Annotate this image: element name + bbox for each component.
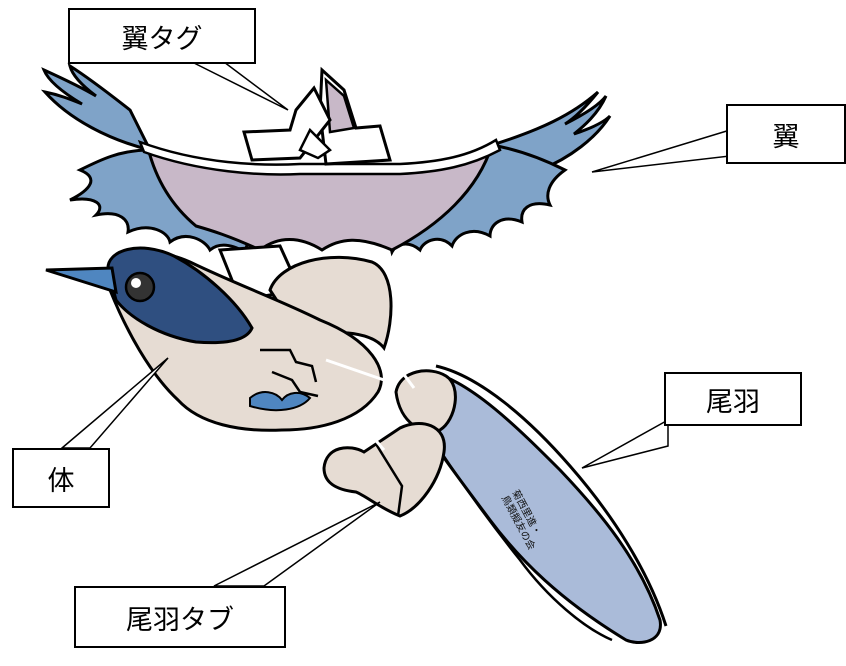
label-tail-text: 尾羽 xyxy=(706,386,760,418)
body-fold-lines xyxy=(260,348,319,398)
feet xyxy=(249,391,312,412)
tail-piece: 菊西里進・ 鳥類擬友の会 xyxy=(322,364,668,644)
label-body: 体 xyxy=(12,448,110,508)
eye-highlight xyxy=(131,278,141,288)
label-wing-text: 翼 xyxy=(772,121,800,153)
wing-piece xyxy=(40,62,612,257)
beak xyxy=(45,266,118,295)
left-wing-feathers xyxy=(40,62,153,153)
label-tail-tab: 尾羽タブ xyxy=(74,586,286,648)
wing-pointer xyxy=(591,128,731,173)
body-piece xyxy=(45,244,393,432)
label-wing-tag: 翼タグ xyxy=(68,8,256,64)
label-tail: 尾羽 xyxy=(664,372,802,426)
wing-tag-piece xyxy=(242,66,392,166)
head-cap xyxy=(106,246,254,345)
right-wing-feathers xyxy=(488,90,612,172)
body-slit xyxy=(325,358,385,382)
label-wing: 翼 xyxy=(726,104,846,164)
label-body-text: 体 xyxy=(47,465,75,497)
tail-tab-pointer xyxy=(213,501,381,587)
tail-feather-inner xyxy=(418,419,613,642)
wing-tag-fold xyxy=(298,127,332,160)
tail-pointer xyxy=(581,418,669,469)
tail-tab xyxy=(322,422,446,518)
eye xyxy=(124,271,156,303)
body-pointer xyxy=(59,357,169,449)
label-tail-tab-text: 尾羽タブ xyxy=(126,604,234,636)
tail-slit xyxy=(370,371,416,451)
tail-tab-fold xyxy=(374,443,404,517)
tail-top-tab xyxy=(394,369,457,433)
tail-feather-edge xyxy=(435,364,668,627)
wing-top-edge xyxy=(137,138,502,176)
label-wing-tag-text: 翼タグ xyxy=(121,23,203,55)
wing-tag-pointer xyxy=(191,61,289,111)
